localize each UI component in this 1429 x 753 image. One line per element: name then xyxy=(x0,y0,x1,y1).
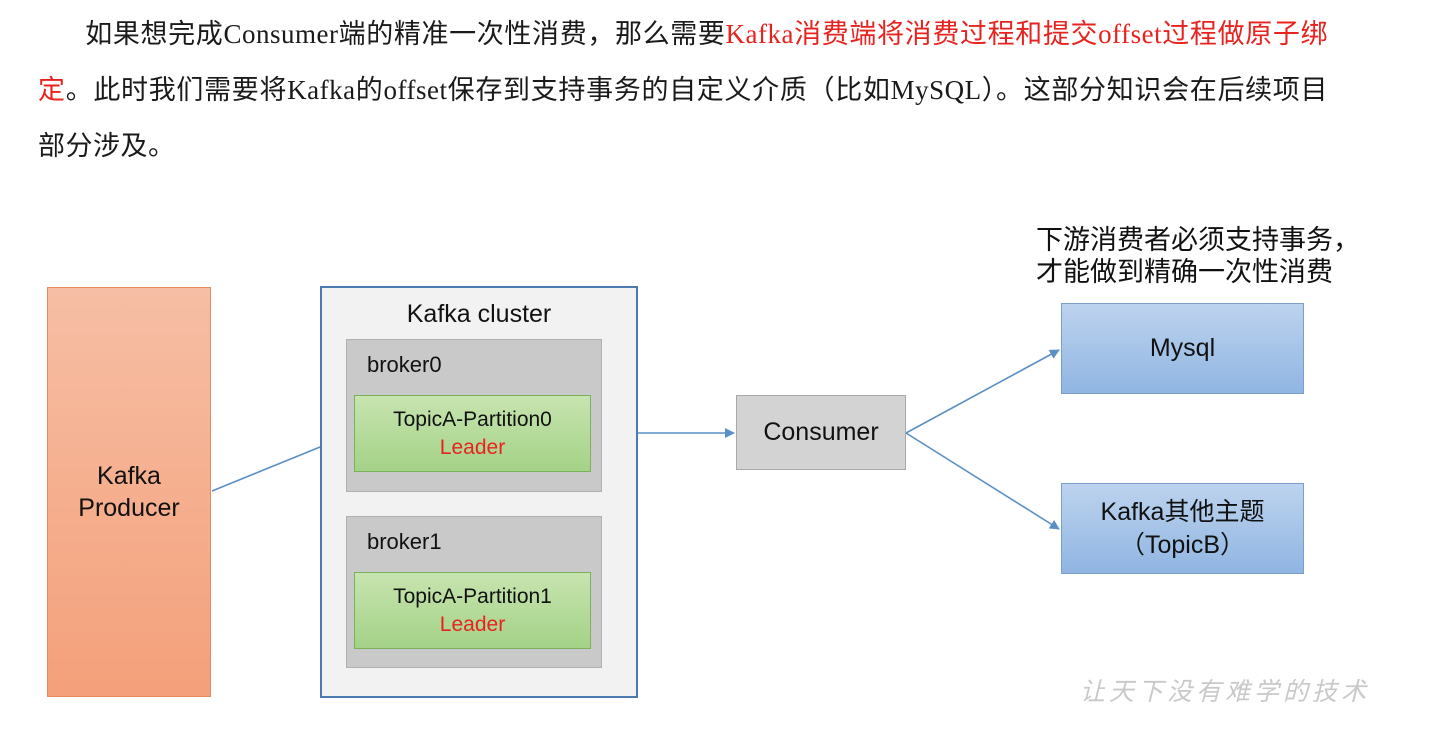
kafka-producer-box: Kafka Producer xyxy=(47,287,211,697)
partition1-label: TopicA-Partition1 xyxy=(393,584,552,608)
consumer-label: Consumer xyxy=(763,418,879,446)
arrow-consumer-to-topicb xyxy=(905,432,1060,530)
producer-label-line1: Kafka xyxy=(97,462,161,490)
other-topic-label-line2: （TopicB） xyxy=(1119,530,1246,559)
note-line-2: 才能做到精确一次性消费 xyxy=(1036,257,1333,287)
mysql-box: Mysql xyxy=(1061,303,1304,394)
other-topic-label-line1: Kafka其他主题 xyxy=(1100,497,1265,526)
broker1-label: broker1 xyxy=(367,529,442,554)
mysql-label: Mysql xyxy=(1149,334,1216,362)
transaction-note: 下游消费者必须支持事务， 才能做到精确一次性消费 xyxy=(1036,224,1396,288)
partition0-leader-label: Leader xyxy=(439,435,506,459)
intro-text-highlight: Kafka消费端将消费过程和提交offset过程做原子绑定 xyxy=(38,19,1328,105)
kafka-cluster-box: Kafka cluster broker0 TopicA-Partition0 … xyxy=(320,286,638,698)
intro-text-part2: 。此时我们需要将Kafka的offset保存到支持事务的自定义介质（比如MySQ… xyxy=(38,75,1328,161)
partition0-label: TopicA-Partition0 xyxy=(393,407,552,431)
partition1-leader-label: Leader xyxy=(439,612,506,636)
cluster-title: Kafka cluster xyxy=(406,300,552,328)
consumer-box: Consumer xyxy=(736,395,906,470)
other-topic-box: Kafka其他主题 （TopicB） xyxy=(1061,483,1304,574)
partition0-box: TopicA-Partition0 Leader xyxy=(354,395,591,472)
watermark-text: 让天下没有难学的技术 xyxy=(1080,677,1371,706)
note-line-1: 下游消费者必须支持事务， xyxy=(1036,225,1360,255)
intro-paragraph: 如果想完成Consumer端的精准一次性消费，那么需要Kafka消费端将消费过程… xyxy=(38,6,1328,174)
broker0-box: broker0 TopicA-Partition0 Leader xyxy=(346,339,602,492)
broker1-box: broker1 TopicA-Partition1 Leader xyxy=(346,516,602,668)
intro-text-part1: 如果想完成Consumer端的精准一次性消费，那么需要 xyxy=(85,19,726,49)
broker0-label: broker0 xyxy=(367,352,442,377)
arrow-consumer-to-mysql xyxy=(905,349,1060,434)
partition1-box: TopicA-Partition1 Leader xyxy=(354,572,591,649)
producer-label-line2: Producer xyxy=(78,494,180,522)
